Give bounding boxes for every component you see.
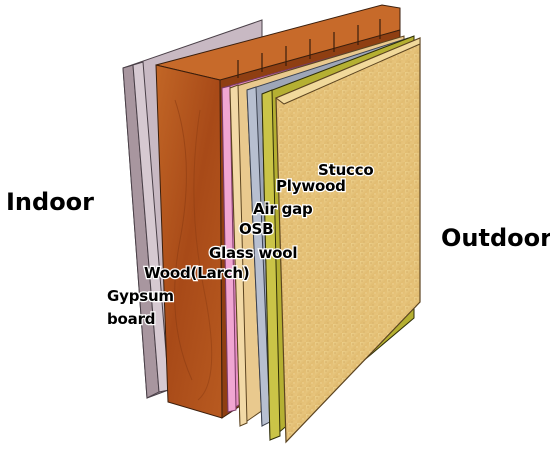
indoor-label: Indoor	[6, 188, 95, 216]
gypsum-board-label-line2: board	[106, 310, 157, 328]
outdoor-label: Outdoor	[441, 224, 550, 252]
air-gap-label: Air gap	[252, 200, 314, 218]
wood-larch-label: Wood(Larch)	[143, 264, 251, 282]
gypsum-board-label-line1: Gypsum	[106, 287, 176, 305]
stucco-layer	[275, 37, 421, 444]
stucco-label: Stucco	[317, 161, 375, 179]
glass-wool-label: Glass wool	[208, 244, 299, 262]
osb-label: OSB	[238, 220, 275, 238]
plywood-label: Plywood	[275, 177, 347, 195]
